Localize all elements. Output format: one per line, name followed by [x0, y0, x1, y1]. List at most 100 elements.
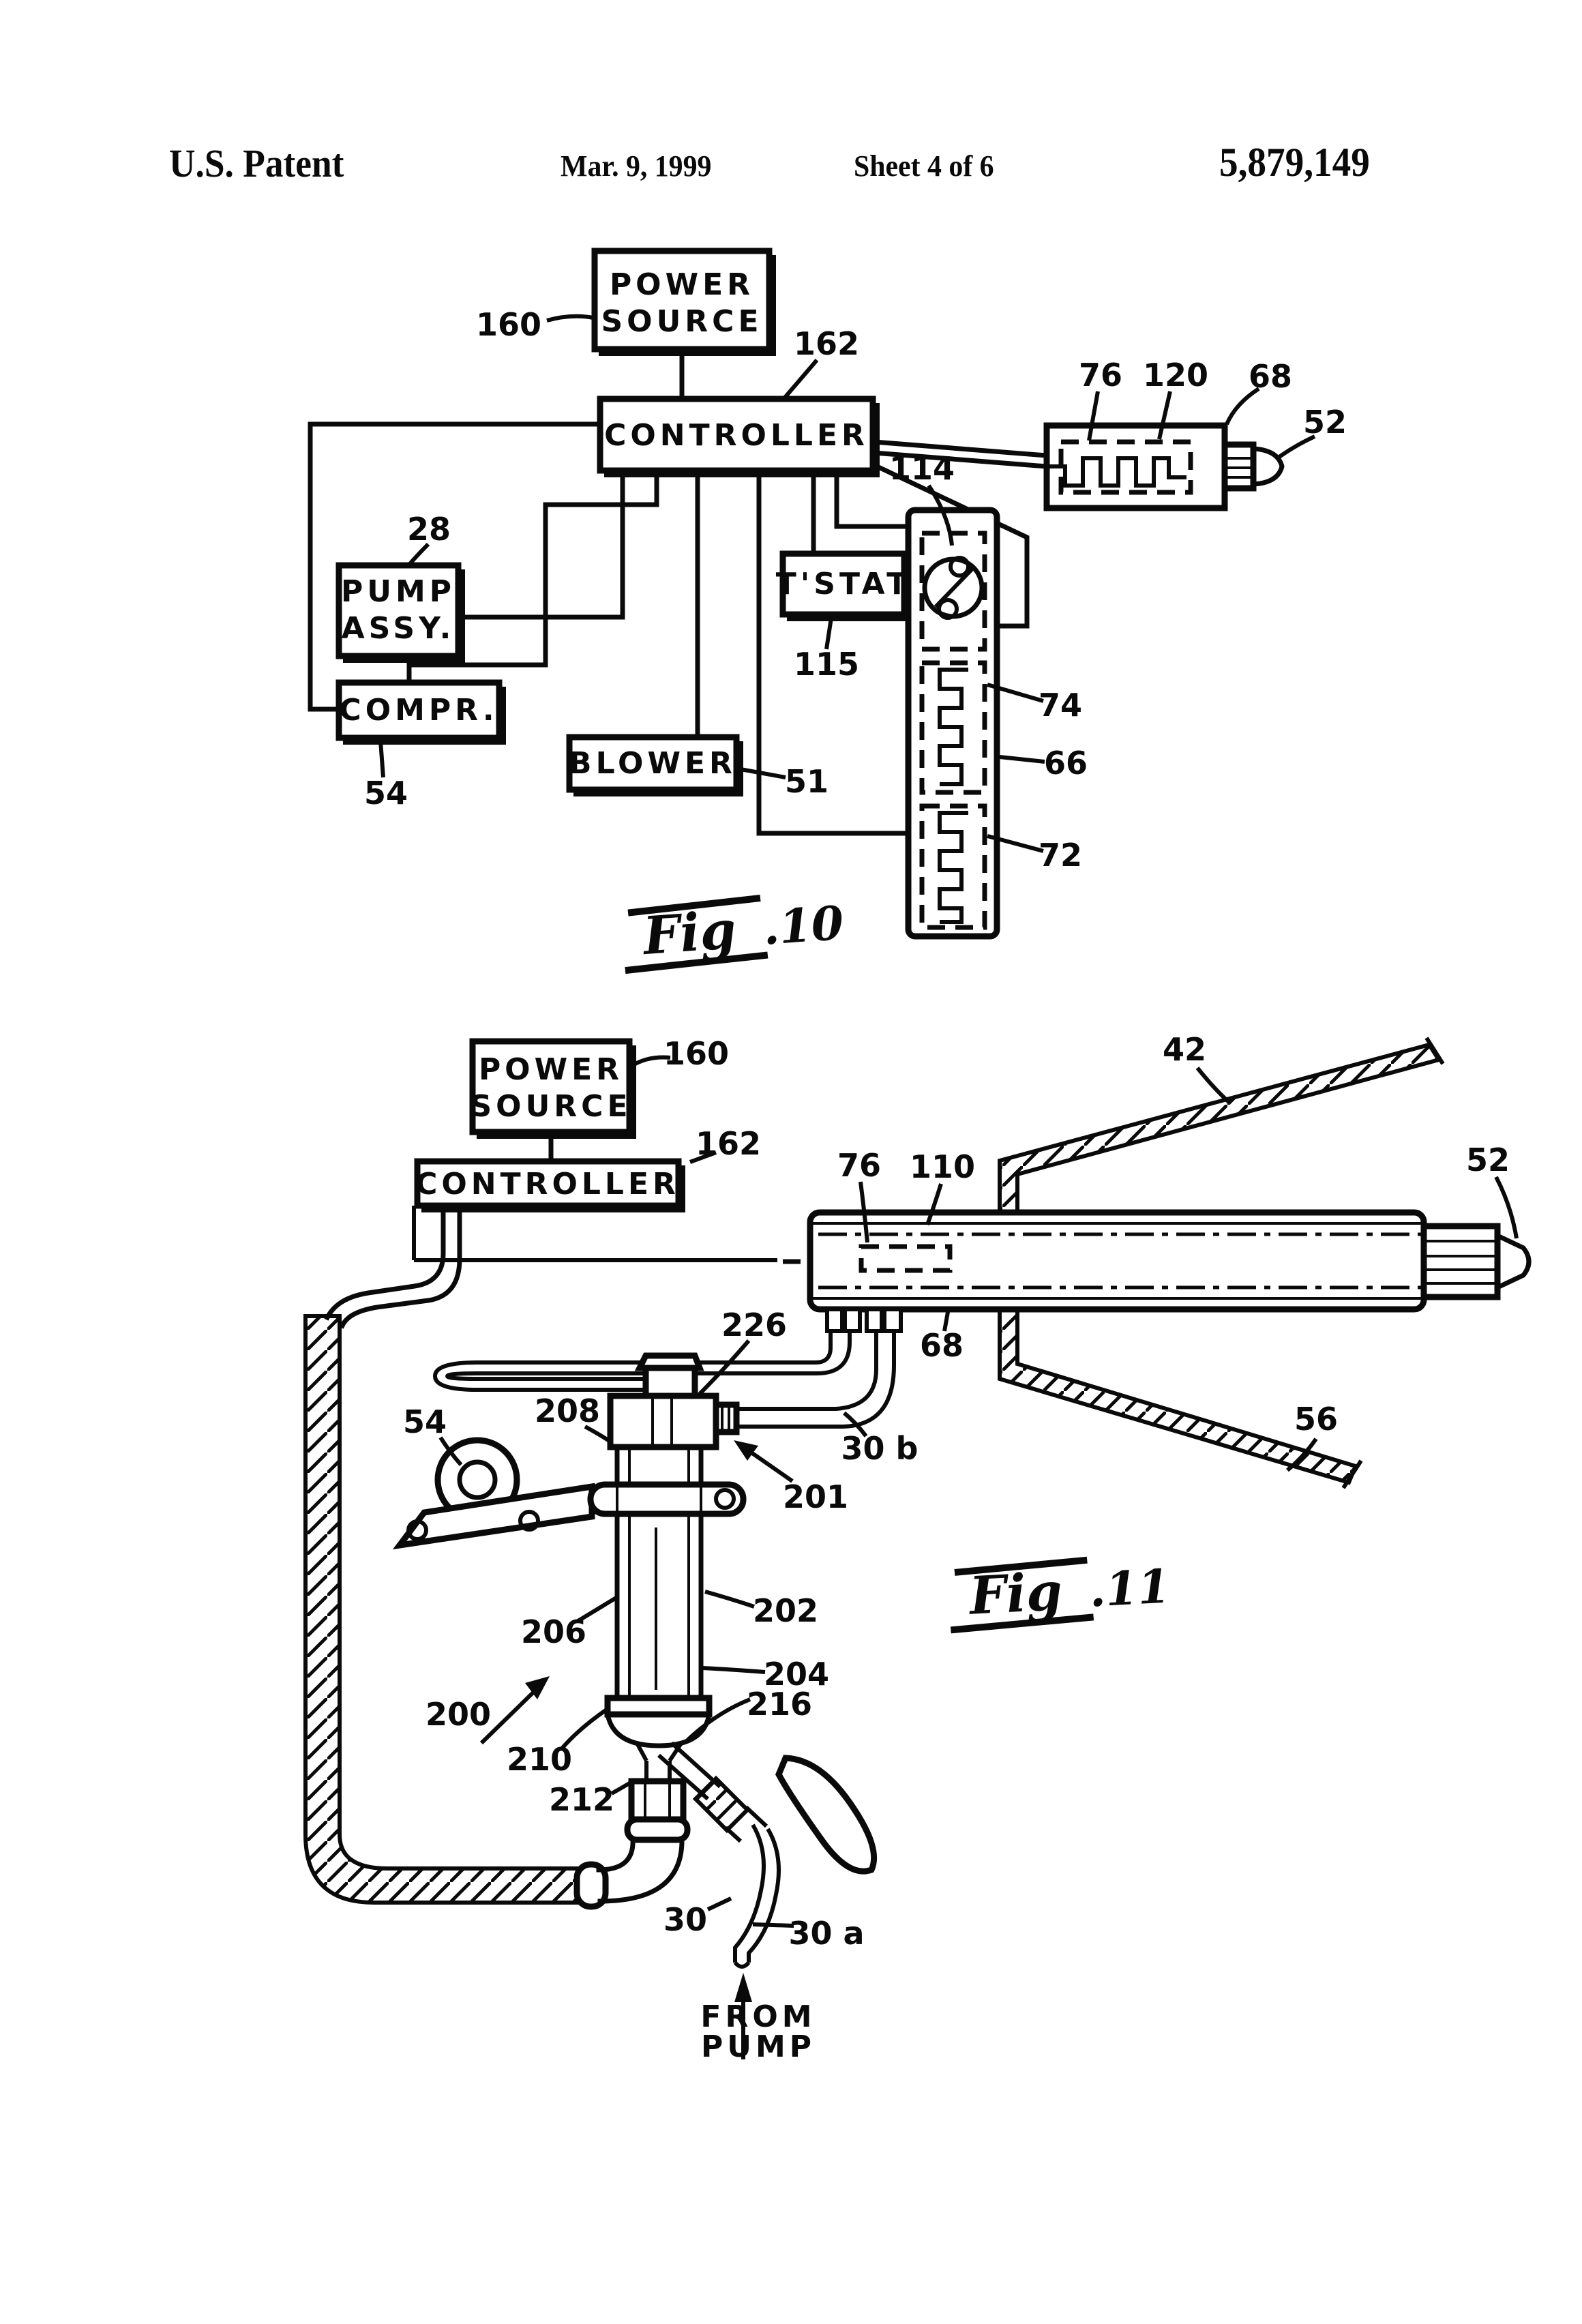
ref-54-11: 54 — [403, 1403, 447, 1440]
from-pump-arrowhead — [734, 1973, 752, 2002]
wire-to-switch114 — [834, 468, 910, 529]
element-74-resistor — [938, 668, 968, 786]
leader-52-11 — [1494, 1176, 1519, 1239]
leader-68 — [1225, 387, 1260, 426]
heater-body-shading — [813, 1222, 1422, 1300]
wire-to-heater-11 — [412, 1206, 777, 1262]
wire-to-compr — [406, 468, 659, 684]
bracket-hole-mid — [518, 1510, 540, 1532]
ref-226: 226 — [721, 1307, 787, 1343]
power-source-box-shadow — [599, 255, 776, 356]
compr-label: COMPR. — [339, 693, 498, 728]
element-72-dashed-box — [919, 803, 987, 930]
fitting-hex-facets — [644, 1781, 671, 1819]
valve-nipple-ridges — [721, 1405, 730, 1432]
power-source-box-11-shadow — [477, 1045, 636, 1139]
heater-body-dashdot — [818, 1232, 1421, 1290]
leader-200-line — [479, 1686, 539, 1745]
canister-strap — [587, 1481, 747, 1517]
leader-30 — [706, 1896, 732, 1911]
hose-end-ferrule — [573, 1861, 609, 1910]
power-source-11-label-line2: SOURCE — [470, 1089, 631, 1124]
branch-collar — [692, 1775, 751, 1834]
ref-52: 52 — [1303, 404, 1347, 441]
ref-200: 200 — [426, 1696, 491, 1733]
heater-stub-1 — [825, 1307, 844, 1333]
ref-212: 212 — [549, 1781, 614, 1818]
nozzle-cap-11 — [1420, 1223, 1501, 1300]
valve-208-detail — [651, 1396, 673, 1447]
ref-115: 115 — [794, 646, 859, 683]
panel-56-end — [1341, 1459, 1363, 1489]
ref-162-11: 162 — [696, 1125, 761, 1162]
ref-114: 114 — [889, 450, 955, 487]
heater-element-76-dashed — [859, 1244, 953, 1273]
ref-201: 201 — [783, 1478, 848, 1515]
power-source-box — [591, 248, 773, 353]
wire-to-heater-b — [871, 450, 1049, 469]
tube-30-left — [733, 1823, 766, 1963]
tube-a-outer — [432, 1331, 833, 1392]
ref-204: 204 — [764, 1656, 829, 1693]
leader-160 — [546, 314, 594, 323]
leader-208 — [584, 1425, 612, 1444]
tube-b-outer — [736, 1331, 878, 1411]
strap-over-canister — [616, 1485, 702, 1514]
switch-114-dashed-box — [919, 531, 987, 652]
compr-box — [335, 679, 503, 741]
fig11-diagram: POWER SOURCE CONTROLLER — [303, 1031, 1532, 2064]
funnel-neck — [636, 1743, 683, 1781]
ref-160: 160 — [476, 306, 541, 343]
nozzle-52-threads — [1227, 457, 1251, 479]
blower-box — [566, 734, 740, 793]
leader-160-11 — [631, 1055, 671, 1067]
ref-110: 110 — [910, 1148, 975, 1185]
ref-72: 72 — [1039, 837, 1082, 874]
fig11-caption-fig: Fig — [966, 1561, 1063, 1626]
tube-b-inner — [736, 1331, 896, 1429]
leader-76-11 — [859, 1181, 869, 1243]
compr-box-shadow — [343, 687, 506, 745]
ref-66: 66 — [1044, 745, 1088, 781]
ref-76-11: 76 — [837, 1147, 881, 1184]
wire-to-element72 — [756, 468, 910, 836]
leader-110 — [925, 1183, 943, 1226]
tube-a-inner — [445, 1331, 852, 1381]
assembly-66-body — [905, 507, 1000, 940]
blower-box-shadow — [573, 741, 743, 796]
wire-to-element74 — [871, 462, 1030, 629]
controller-box-shadow — [604, 403, 880, 477]
from-pump-line2: PUMP — [701, 2029, 816, 2064]
tee-226-body — [642, 1365, 698, 1399]
ref-56: 56 — [1294, 1401, 1338, 1437]
leader-30b — [843, 1411, 868, 1437]
fig11-caption-overline — [954, 1556, 1088, 1576]
fig10-caption-overline — [627, 895, 761, 917]
fig11-caption-num: .11 — [1088, 1559, 1171, 1618]
wire-to-pump-assy — [457, 468, 625, 620]
ref-68: 68 — [1249, 358, 1292, 395]
leader-226 — [698, 1339, 751, 1396]
elbow-outer — [597, 1836, 685, 1904]
ref-162: 162 — [794, 325, 859, 362]
switch-114-lever — [934, 567, 974, 609]
leader-68-11 — [942, 1311, 950, 1332]
element-72-resistor — [938, 811, 968, 924]
leader-202 — [704, 1590, 755, 1609]
leader-52 — [1278, 434, 1316, 459]
cable-a — [324, 1203, 446, 1321]
power-source-label-line1: POWER — [610, 267, 754, 302]
ref-208: 208 — [535, 1392, 600, 1429]
leader-30a — [752, 1922, 794, 1928]
ref-210: 210 — [507, 1741, 572, 1778]
ref-216: 216 — [747, 1686, 812, 1723]
heater-stub-2 — [843, 1307, 862, 1333]
fitting-bead — [624, 1816, 691, 1843]
from-pump-line1: FROM — [700, 1999, 816, 2034]
nozzle-tip-11 — [1494, 1232, 1532, 1291]
ref-30: 30 — [663, 1901, 707, 1938]
patent-header-sheet: Sheet 4 of 6 — [854, 149, 994, 183]
ref-68-11: 68 — [920, 1327, 964, 1364]
patent-header-title: U.S. Patent — [169, 141, 344, 185]
